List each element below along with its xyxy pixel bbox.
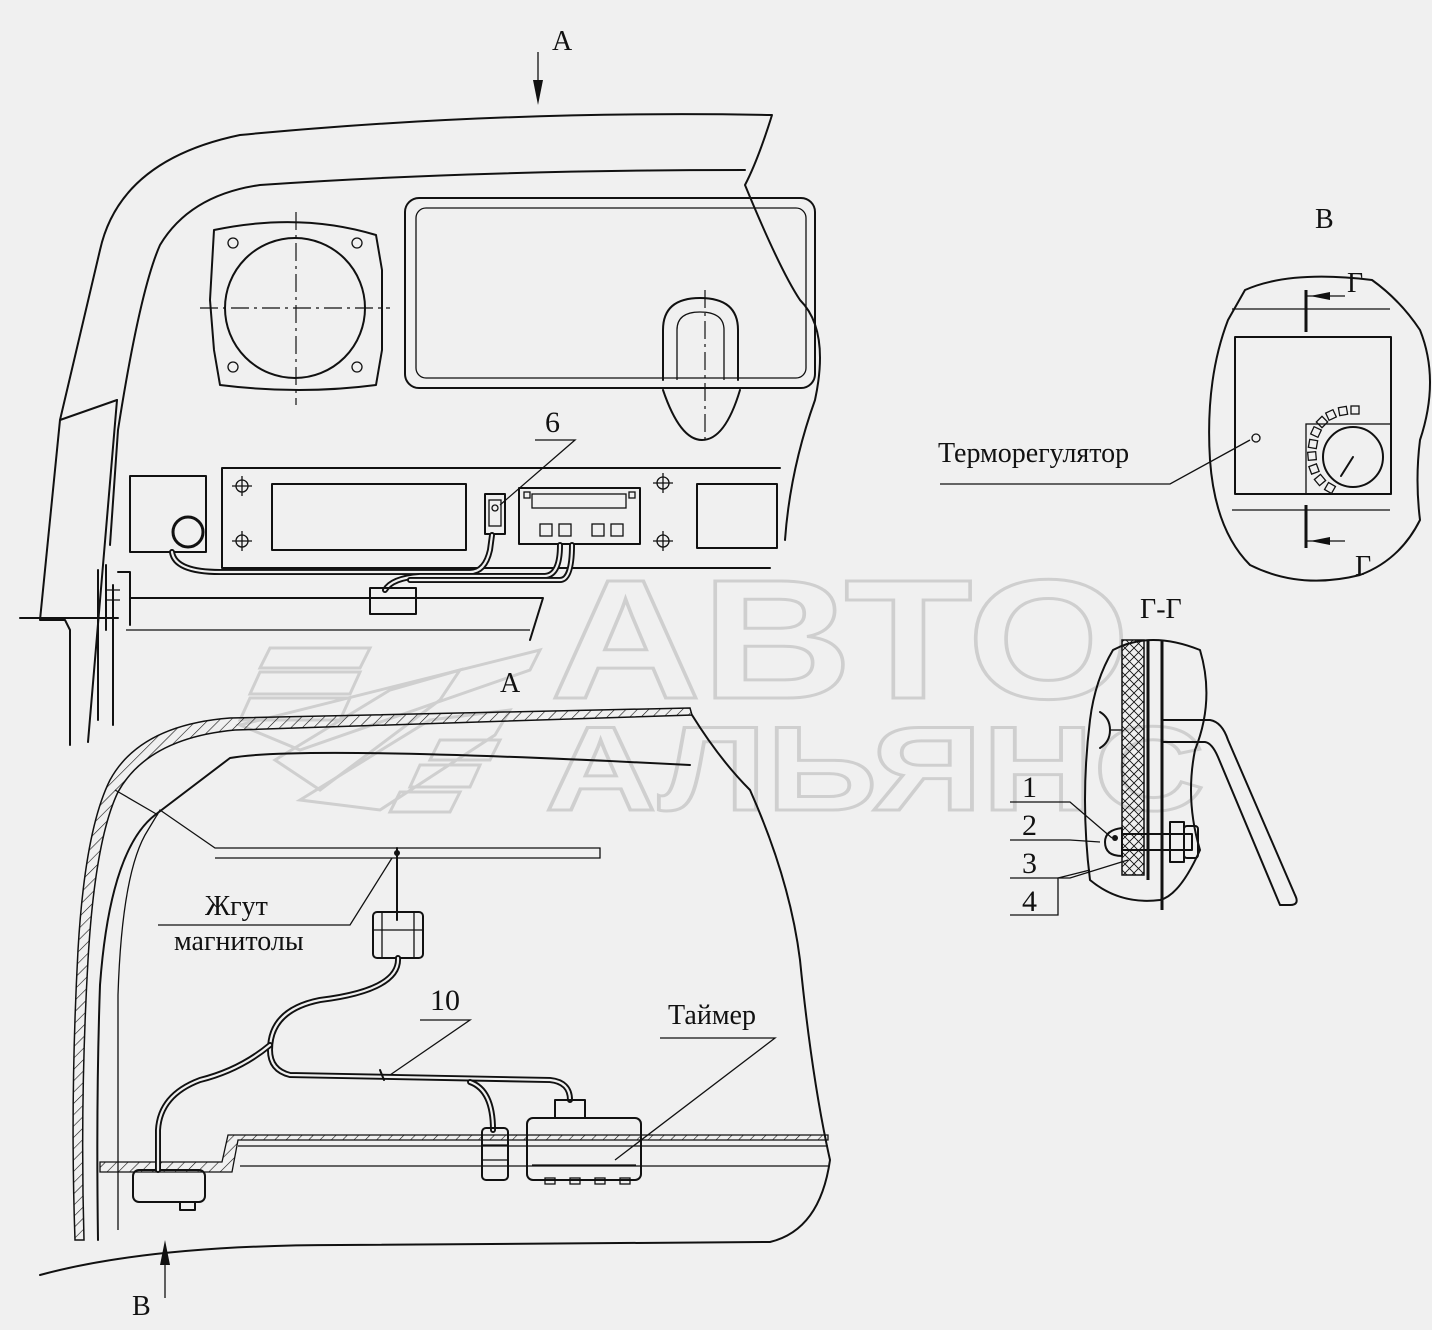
callout-harness-line1: Жгут xyxy=(205,891,268,922)
upper-dashboard-view xyxy=(19,113,821,746)
section-item-3: 3 xyxy=(1022,847,1037,880)
callout-harness-line2: магнитолы xyxy=(174,926,304,957)
view-a-label-lower: А xyxy=(500,668,521,699)
glove-box xyxy=(404,197,816,389)
avto-alyans-logo-icon xyxy=(235,646,543,814)
watermark-line2: АЛЬЯНС xyxy=(545,702,1205,836)
instrument-strip xyxy=(221,467,781,569)
timer-unit xyxy=(526,1117,642,1181)
view-a-label-top: А xyxy=(552,26,573,57)
cab-outline xyxy=(39,113,821,746)
thermostat-box xyxy=(129,475,207,553)
watermark: АВТО АЛЬЯНС xyxy=(235,544,1207,838)
view-b-label-bottom: В xyxy=(132,1291,151,1322)
thermostat-dial xyxy=(1322,426,1384,488)
section-item-2: 2 xyxy=(1022,809,1037,842)
plug-connector xyxy=(481,1127,509,1181)
section-mark-bottom: Г xyxy=(1355,551,1371,582)
watermark-line1: АВТО xyxy=(550,545,1130,735)
callout-item-10: 10 xyxy=(430,984,460,1017)
lower-floor-view: А xyxy=(39,668,831,1276)
dial-scale xyxy=(1306,405,1360,495)
section-item-1: 1 xyxy=(1022,771,1037,804)
cable-connector xyxy=(369,587,417,615)
vent-panel xyxy=(209,221,383,391)
switch xyxy=(484,493,506,535)
thermostat-body xyxy=(1234,336,1392,495)
section-item-4: 4 xyxy=(1022,885,1037,918)
view-b-arrow: В xyxy=(132,1240,170,1322)
section-title: Г-Г xyxy=(1140,594,1182,625)
view-b-label-top: В xyxy=(1315,204,1334,235)
heater-sensor-box xyxy=(132,1169,206,1203)
section-g-g: Г-Г 1 2 3 4 xyxy=(1010,594,1298,918)
section-mark-top: Г xyxy=(1347,268,1363,299)
view-b-detail: В Г Г xyxy=(1208,204,1431,582)
callout-item-6: 6 xyxy=(545,406,560,439)
heater-control-unit xyxy=(518,487,641,545)
callout-thermostat: Терморегулятор xyxy=(938,438,1129,469)
view-a-arrow: А xyxy=(533,26,573,105)
callout-timer: Таймер xyxy=(668,1000,756,1031)
